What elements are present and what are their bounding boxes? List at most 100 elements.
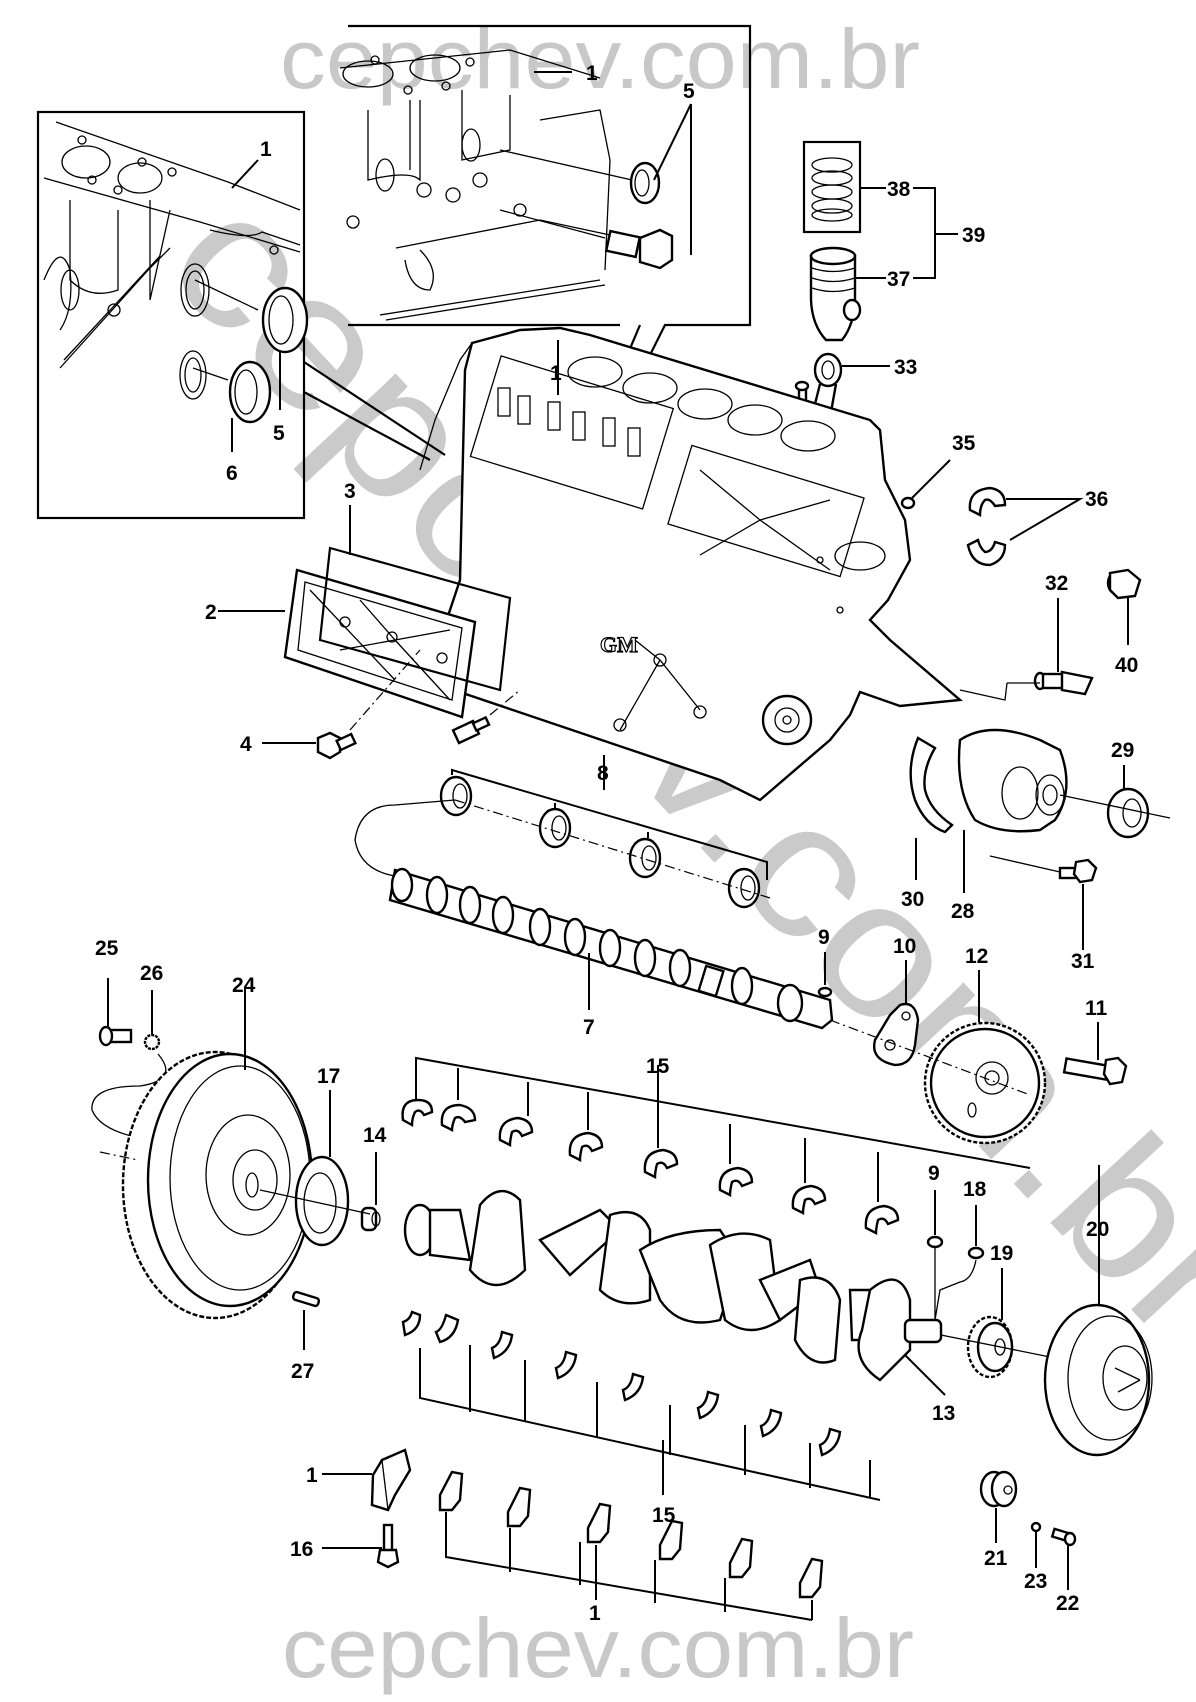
lock-washer-23: [1030, 1521, 1042, 1533]
camshaft: [388, 867, 834, 1030]
callout-35: 35: [952, 432, 976, 455]
callout-8: 8: [597, 762, 609, 785]
lifter-gallery: [469, 355, 675, 510]
cover-bolt: [316, 731, 357, 760]
callout-27: 27: [291, 1360, 314, 1383]
pilot-bushing: [360, 1206, 381, 1232]
callout-40: 40: [1115, 654, 1138, 677]
callout-1-left-inset: 1: [260, 138, 272, 161]
lower-main-bearings: [401, 1310, 842, 1457]
watermark-bottom: cepchev.com.br: [282, 1601, 914, 1695]
callout-21: 21: [984, 1547, 1008, 1570]
piston-rings-box: [802, 140, 862, 234]
callout-5-left-inset: 5: [273, 422, 285, 445]
side-cover-gasket: [318, 546, 512, 692]
oil-pressure-sensor: [451, 715, 491, 745]
front-cover-gasket: [909, 736, 954, 834]
cam-key: [817, 986, 833, 998]
callout-33: 33: [894, 356, 917, 379]
lifters: [497, 387, 641, 457]
callout-4: 4: [240, 733, 252, 756]
callout-10: 10: [893, 935, 916, 958]
callout-2: 2: [205, 601, 217, 624]
camshaft-gear: [923, 1021, 1047, 1145]
callout-38: 38: [887, 178, 911, 201]
piston: [809, 246, 862, 342]
pulley-washer: [979, 1470, 1018, 1508]
flywheel: [121, 1050, 314, 1320]
callout-20: 20: [1086, 1218, 1109, 1241]
rod-bearings: [966, 486, 1007, 567]
engine-block: GM: [419, 326, 963, 802]
callout-7: 7: [583, 1016, 595, 1039]
rear-main-cap: [370, 1448, 412, 1512]
callout-31: 31: [1071, 950, 1095, 973]
callout-17: 17: [317, 1065, 340, 1088]
harmonic-balancer: [1043, 1303, 1153, 1457]
rear-seal: [294, 1155, 350, 1247]
seal-5-top: [499, 149, 661, 205]
crank-key-18: [967, 1246, 985, 1260]
callout-3: 3: [344, 480, 356, 503]
camshaft-gear-bolt: [1062, 1056, 1128, 1086]
callout-22: 22: [1056, 1592, 1079, 1615]
side-cover: [283, 568, 477, 719]
callout-13: 13: [932, 1402, 955, 1425]
callout-14: 14: [363, 1124, 387, 1147]
callout-37: 37: [887, 268, 910, 291]
callout-9-crank: 9: [928, 1162, 940, 1185]
callout-26: 26: [140, 962, 163, 985]
crankshaft-gear: [966, 1315, 1014, 1379]
main-caps: [438, 1470, 824, 1599]
plug: [1106, 568, 1142, 600]
flywheel-bolt: [98, 1025, 133, 1047]
rod-nut: [900, 496, 916, 510]
callout-18: 18: [963, 1178, 987, 1201]
callout-1-cap: 1: [306, 1464, 318, 1487]
front-cover: [957, 728, 1068, 833]
callout-15-lower: 15: [652, 1504, 676, 1527]
callout-25: 25: [95, 937, 119, 960]
dowel-pin: [291, 1290, 321, 1308]
top-inset: 1 5: [339, 24, 752, 456]
callout-1-caps: 1: [589, 1602, 601, 1625]
callout-5-top-inset: 5: [683, 80, 695, 103]
block-rear-sketch: [43, 121, 301, 369]
callout-29: 28: [951, 900, 975, 923]
lock-washer-26: [143, 1033, 161, 1051]
callout-15-upper: 15: [646, 1055, 670, 1078]
block-side-panel: [667, 444, 865, 578]
callout-1-top-inset: 1: [586, 62, 598, 85]
callout-24: 24: [232, 974, 256, 997]
callout-32: 32: [1045, 572, 1068, 595]
callout-39: 39: [962, 224, 985, 247]
callout-19: 19: [990, 1242, 1013, 1265]
block-front-sketch: [339, 49, 611, 321]
callout-28: 30: [901, 888, 924, 911]
crank-key-9: [926, 1235, 944, 1249]
callout-16: 16: [290, 1538, 313, 1561]
camshaft-bearings: [439, 775, 761, 909]
pulley-bolt: [1050, 1527, 1077, 1547]
left-inset: 1 5 6: [36, 110, 446, 520]
callout-23: 23: [1024, 1570, 1047, 1593]
watermark-top: cepchev.com.br: [280, 12, 920, 106]
front-seal: [1106, 787, 1150, 839]
bushing-5-left: [180, 263, 309, 354]
gm-logo: GM: [600, 632, 638, 657]
callout-6-left-inset: 6: [226, 462, 238, 485]
cover-bolt-31: [1058, 858, 1098, 884]
upper-main-bearings: [401, 1098, 900, 1235]
crankshaft: [403, 1190, 943, 1382]
cap-bolt: [376, 1523, 400, 1569]
fitting: [1033, 670, 1094, 696]
callout-11: 11: [1085, 997, 1108, 1020]
callout-30: 29: [1111, 739, 1134, 762]
plug-5-top: [499, 209, 674, 270]
callout-36: 36: [1085, 488, 1108, 511]
callout-12: 12: [965, 945, 988, 968]
bushing-6-left: [179, 350, 272, 424]
callout-9-cam: 9: [818, 926, 830, 949]
piston-rings: [811, 157, 853, 222]
